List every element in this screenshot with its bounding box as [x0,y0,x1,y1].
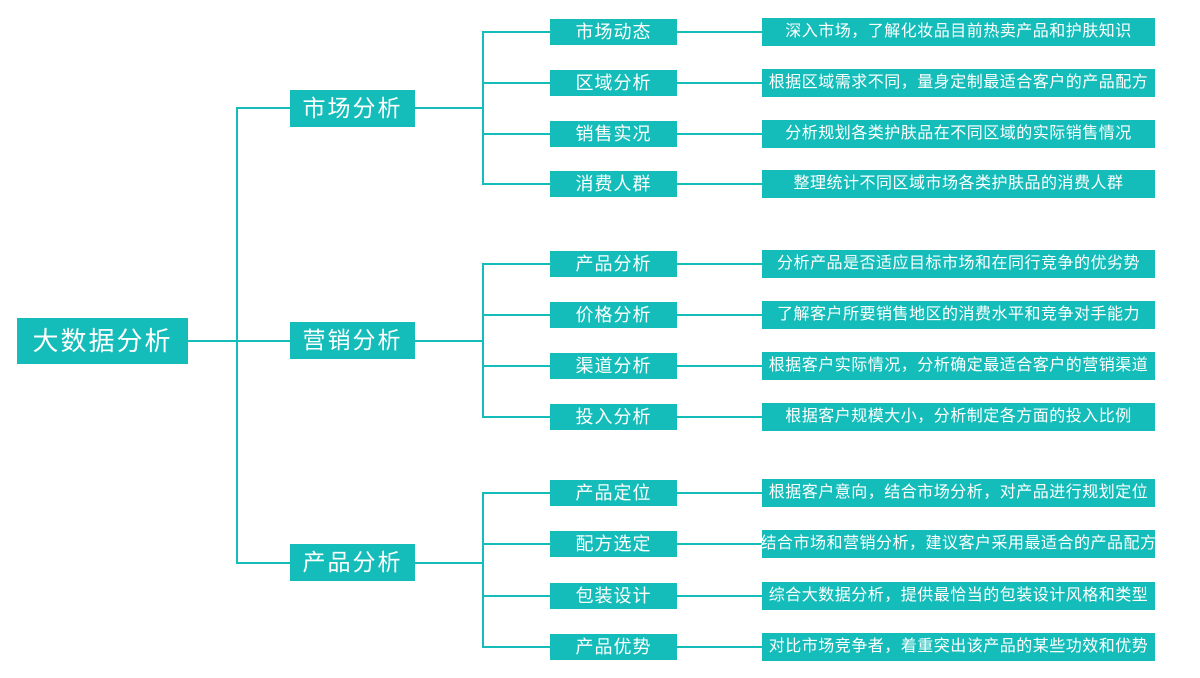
connector-leaf-desc [677,133,762,135]
desc-node: 分析规划各类护肤品在不同区域的实际销售情况 [762,120,1155,148]
leaf-node: 包装设计 [550,583,677,609]
desc-node: 了解客户所要销售地区的消费水平和竞争对手能力 [762,301,1155,329]
desc-node: 对比市场竞争者，着重突出该产品的某些功效和优势 [762,633,1155,661]
connector-group1-stub1 [482,31,550,33]
leaf-node: 配方选定 [550,531,677,557]
connector-branch2-out [415,340,483,342]
desc-node: 深入市场，了解化妆品目前热卖产品和护肤知识 [762,18,1155,46]
connector-group1-stub2 [482,82,550,84]
connector-group2-stub3 [482,365,550,367]
connector-group1-vertical [482,31,484,185]
connector-branch1-out [415,107,483,109]
connector-group3-stub3 [482,595,550,597]
desc-node: 根据区域需求不同，量身定制最适合客户的产品配方 [762,69,1155,97]
connector-trunk-to-branch3 [236,562,290,564]
connector-group2-stub4 [482,416,550,418]
connector-leaf-desc [677,82,762,84]
connector-group1-stub4 [482,183,550,185]
connector-group2-vertical [482,263,484,418]
connector-leaf-desc [677,31,762,33]
connector-group3-stub1 [482,492,550,494]
connector-trunk-to-branch1 [236,107,290,109]
connector-group1-stub3 [482,133,550,135]
leaf-node: 价格分析 [550,302,677,328]
leaf-node: 渠道分析 [550,353,677,379]
connector-leaf-desc [677,646,762,648]
leaf-node: 产品分析 [550,251,677,277]
connector-root-to-branch2 [188,340,290,342]
desc-node: 整理统计不同区域市场各类护肤品的消费人群 [762,170,1155,198]
connector-group2-stub2 [482,314,550,316]
branch-node-product: 产品分析 [290,544,415,581]
connector-trunk-vertical [236,107,238,564]
connector-leaf-desc [677,183,762,185]
connector-group2-stub1 [482,263,550,265]
desc-node: 根据客户实际情况，分析确定最适合客户的营销渠道 [762,352,1155,380]
connector-leaf-desc [677,314,762,316]
connector-leaf-desc [677,492,762,494]
leaf-node: 区域分析 [550,70,677,96]
connector-group3-vertical [482,492,484,648]
leaf-node: 投入分析 [550,404,677,430]
connector-branch3-out [415,562,483,564]
connector-group3-stub4 [482,646,550,648]
connector-group3-stub2 [482,543,550,545]
leaf-node: 产品优势 [550,634,677,660]
desc-node: 结合市场和营销分析，建议客户采用最适合的产品配方 [761,530,1156,558]
connector-leaf-desc [677,543,762,545]
leaf-node: 市场动态 [550,19,677,45]
connector-leaf-desc [677,365,762,367]
branch-node-market: 市场分析 [290,90,415,127]
root-node: 大数据分析 [17,318,188,364]
desc-node: 根据客户意向，结合市场分析，对产品进行规划定位 [762,479,1155,507]
desc-node: 根据客户规模大小，分析制定各方面的投入比例 [762,403,1155,431]
connector-leaf-desc [677,416,762,418]
connector-leaf-desc [677,263,762,265]
leaf-node: 产品定位 [550,480,677,506]
connector-leaf-desc [677,595,762,597]
leaf-node: 消费人群 [550,171,677,197]
branch-node-marketing: 营销分析 [290,322,415,359]
desc-node: 分析产品是否适应目标市场和在同行竞争的优劣势 [762,250,1155,278]
desc-node: 综合大数据分析，提供最恰当的包装设计风格和类型 [762,582,1155,610]
leaf-node: 销售实况 [550,121,677,147]
